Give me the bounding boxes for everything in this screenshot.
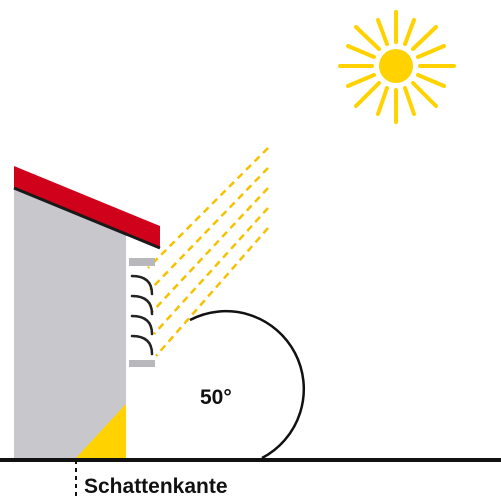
blind-bottom-rail	[129, 360, 155, 367]
angle-arc	[189, 309, 306, 460]
shadow-edge-label: Schattenkante	[84, 475, 228, 498]
sun-rays	[338, 10, 456, 124]
light-beam	[149, 167, 269, 291]
blind-slat	[130, 334, 154, 356]
external-blind-icon	[129, 258, 155, 367]
blind-slat	[130, 294, 154, 316]
building-wall	[14, 180, 126, 458]
light-beam	[147, 147, 269, 269]
blind-slats	[130, 274, 154, 356]
blind-box	[129, 258, 155, 266]
sun-disc	[379, 49, 413, 83]
light-beam	[151, 187, 269, 313]
blind-slat	[130, 274, 154, 296]
blind-slat	[130, 314, 154, 336]
light-beam	[153, 207, 269, 335]
light-beam	[155, 227, 269, 357]
angle-label: 50°	[200, 386, 232, 409]
sun-icon	[338, 10, 456, 124]
roof-edge	[13, 186, 161, 250]
light-beams	[147, 147, 269, 357]
roof	[14, 166, 160, 248]
shadow-area	[76, 404, 126, 458]
